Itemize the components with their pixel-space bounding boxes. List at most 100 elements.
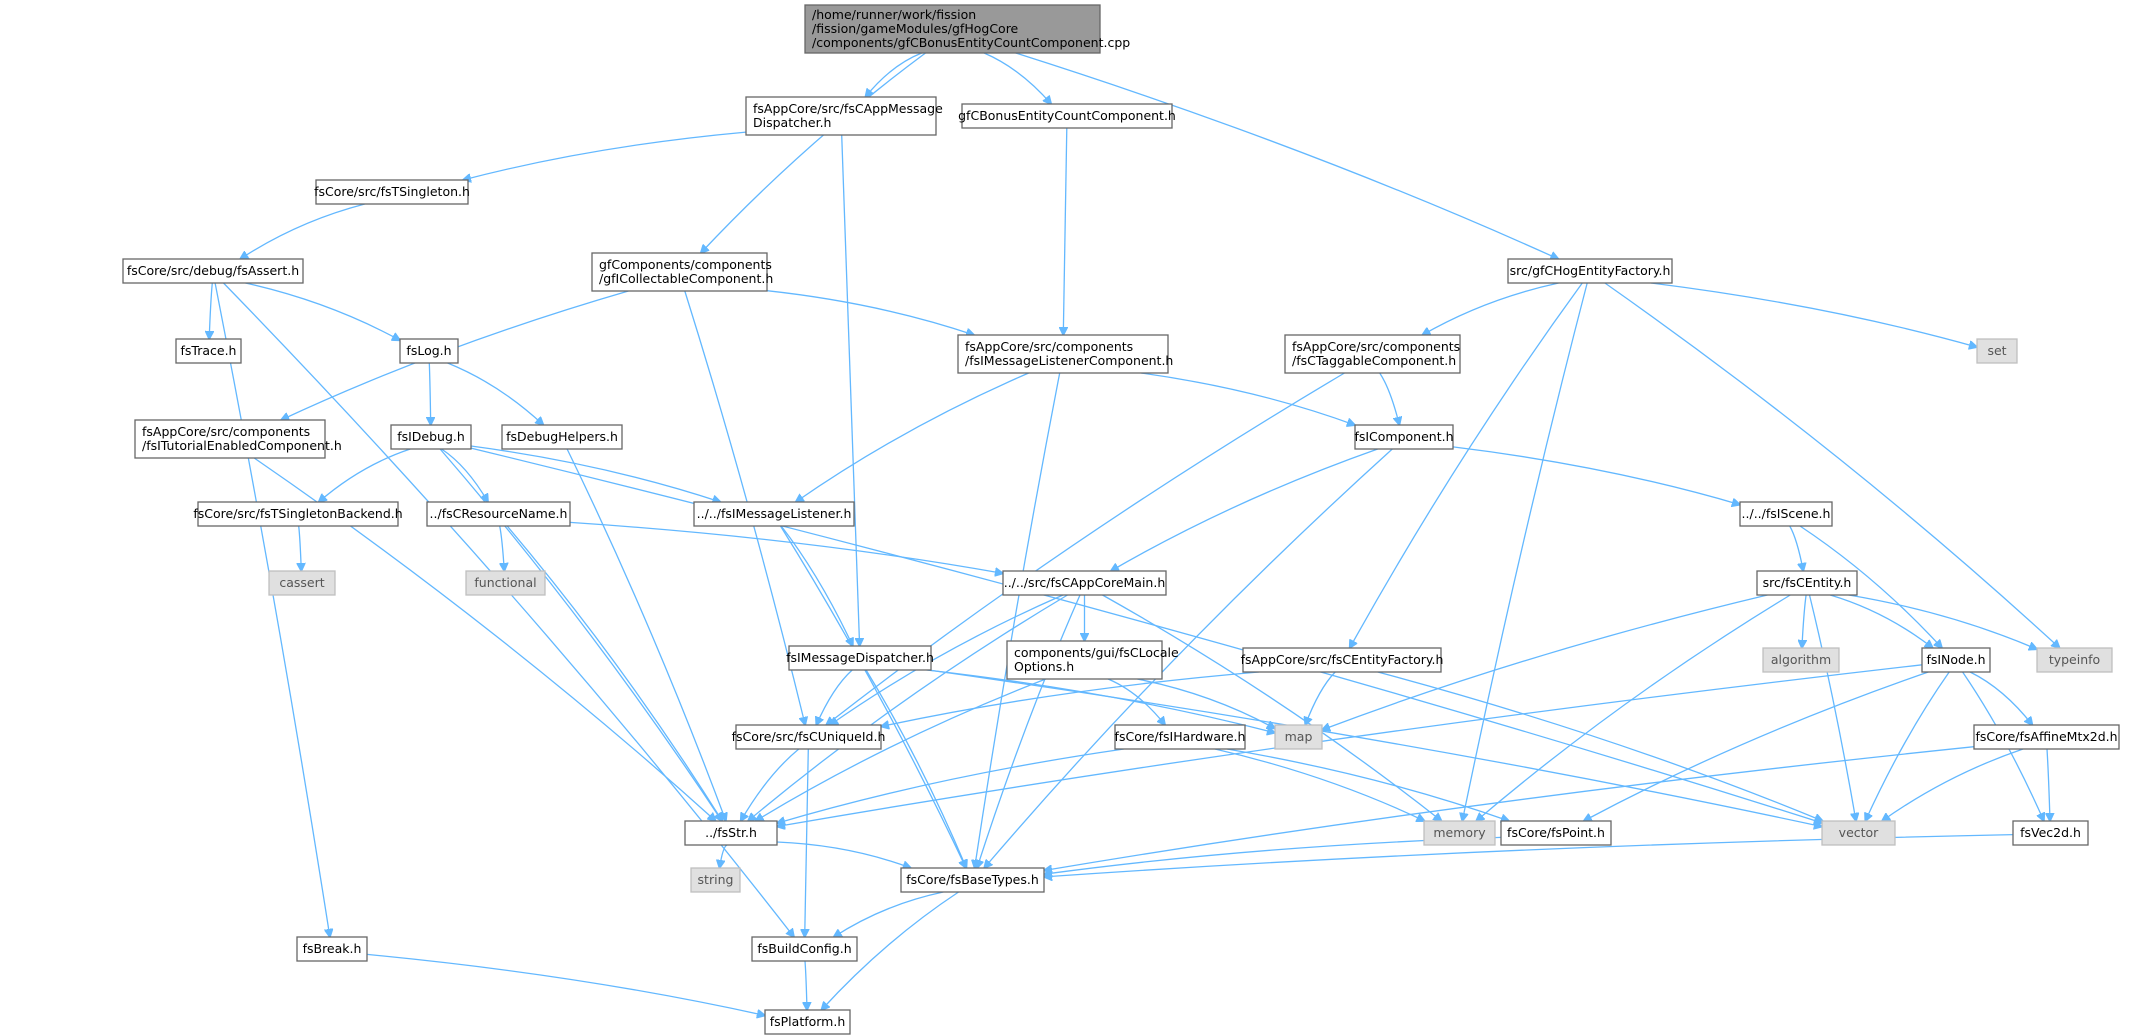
node-idebug[interactable]: fsIDebug.h <box>390 424 472 450</box>
node-basetypes[interactable]: fsCore/fsBaseTypes.h <box>900 867 1045 893</box>
edge-inode-to-affine <box>1969 671 2032 725</box>
edge-icomponent-to-appcoremain <box>1111 448 1378 571</box>
node-resname[interactable]: ../fsCResourceName.h <box>426 501 571 527</box>
node-vec2d[interactable]: fsVec2d.h <box>2012 820 2089 846</box>
node-fsstr[interactable]: ../fsStr.h <box>684 820 778 846</box>
node-layer: /home/runner/work/fission/fission/gameMo… <box>122 4 2120 1035</box>
node-break[interactable]: fsBreak.h <box>296 936 368 962</box>
node-hogfactory[interactable]: src/gfCHogEntityFactory.h <box>1507 258 1673 284</box>
edge-assert-to-trace <box>209 282 212 339</box>
node-box <box>788 645 932 671</box>
node-uniqueid[interactable]: fsCore/src/fsCUniqueId.h <box>732 724 886 750</box>
node-icomponent[interactable]: fsIComponent.h <box>1354 424 1454 450</box>
node-debughelpers[interactable]: fsDebugHelpers.h <box>501 424 623 450</box>
node-label: fsIMessageDispatcher.h <box>786 650 934 665</box>
node-root[interactable]: /home/runner/work/fission/fission/gameMo… <box>804 4 1130 54</box>
node-box <box>501 424 623 450</box>
node-label: fsBreak.h <box>303 941 362 956</box>
edge-inode-to-point <box>1584 671 1929 821</box>
node-assert[interactable]: fsCore/src/debug/fsAssert.h <box>122 258 304 284</box>
node-box <box>1821 820 1896 846</box>
edge-root-to-appmsgdisp <box>865 52 922 97</box>
node-box <box>961 103 1173 129</box>
node-box <box>764 1009 851 1035</box>
node-box <box>1762 647 1840 673</box>
node-hardware[interactable]: fsCore/fsIHardware.h <box>1114 724 1246 750</box>
edge-appcoremain-to-fsstr <box>748 594 1068 821</box>
node-appcoremain[interactable]: ../../src/fsCAppCoreMain.h <box>1002 570 1167 596</box>
edge-assert-to-break <box>214 282 330 937</box>
edge-root-to-hogfactory <box>1015 52 1559 259</box>
edge-msgdisp-to-uniqueid <box>816 669 853 725</box>
node-label: fsIComponent.h <box>1354 429 1453 444</box>
edge-hardware-to-memory <box>1214 748 1425 821</box>
edge-taggable-to-icomponent <box>1379 372 1400 425</box>
node-box <box>684 820 778 846</box>
node-label: algorithm <box>1771 652 1831 667</box>
node-label: /home/runner/work/fission <box>812 7 976 22</box>
edge-icomponent-to-iscene <box>1452 446 1740 505</box>
edge-hogfactory-to-memory <box>1462 282 1588 821</box>
node-msglistcomp[interactable]: fsAppCore/src/components/fsIMessageListe… <box>957 334 1173 374</box>
edge-affine-to-vec2d <box>2047 748 2050 821</box>
node-label: /fsIMessageListenerComponent.h <box>965 353 1173 368</box>
edge-appmsgdisp-to-msgdisp <box>841 134 860 646</box>
node-label: fsCore/src/fsTSingleton.h <box>314 184 470 199</box>
edge-debughelpers-to-fsstr <box>566 448 726 821</box>
node-box <box>745 96 937 136</box>
node-buildconfig[interactable]: fsBuildConfig.h <box>751 936 858 962</box>
node-entityfactory[interactable]: fsAppCore/src/fsCEntityFactory.h <box>1241 647 1444 673</box>
node-label: ../fsStr.h <box>705 825 757 840</box>
node-map: map <box>1274 724 1323 750</box>
node-label: fsIDebug.h <box>397 429 465 444</box>
node-box <box>1921 647 1991 673</box>
edge-hardware-to-fsstr <box>777 748 1124 823</box>
node-affine[interactable]: fsCore/fsAffineMtx2d.h <box>1973 724 2120 750</box>
node-bonushdr[interactable]: gfCBonusEntityCountComponent.h <box>958 103 1176 129</box>
node-label: ../../src/fsCAppCoreMain.h <box>1004 575 1166 590</box>
node-iscene[interactable]: ../../fsIScene.h <box>1739 501 1833 527</box>
node-tsingleton[interactable]: fsCore/src/fsTSingleton.h <box>314 179 470 205</box>
node-box <box>1973 724 2120 750</box>
edge-taggable-to-uniqueid <box>826 372 1345 725</box>
node-inode[interactable]: fsINode.h <box>1921 647 1991 673</box>
edge-icomponent-to-basetypes <box>984 448 1393 868</box>
edge-appcoremain-to-basetypes <box>977 594 1081 868</box>
node-label: /fsITutorialEnabledComponent.h <box>142 438 342 453</box>
edge-appcoremain-to-memory <box>1102 594 1442 821</box>
node-platform[interactable]: fsPlatform.h <box>764 1009 851 1035</box>
node-box <box>693 501 855 527</box>
node-box <box>1242 647 1442 673</box>
node-collectable[interactable]: gfComponents/components/gfICollectableCo… <box>591 252 773 292</box>
node-box <box>1507 258 1673 284</box>
node-centity[interactable]: src/fsCEntity.h <box>1756 570 1858 596</box>
edge-hogfactory-to-entityfactory <box>1350 282 1583 648</box>
node-vector: vector <box>1821 820 1896 846</box>
edge-centity-to-inode <box>1830 594 1933 648</box>
edge-msglistcomp-to-msglistener <box>796 372 1029 502</box>
node-trace[interactable]: fsTrace.h <box>175 338 242 364</box>
node-box <box>751 936 858 962</box>
node-msgdisp[interactable]: fsIMessageDispatcher.h <box>786 645 934 671</box>
node-singletonbackend[interactable]: fsCore/src/fsTSingletonBackend.h <box>193 501 403 527</box>
edge-uniqueid-to-buildconfig <box>805 748 809 937</box>
edge-root-to-collectable <box>701 52 926 253</box>
edge-uniqueid-to-fsstr <box>741 748 800 821</box>
edge-collectable-to-msglistcomp <box>766 290 974 335</box>
node-label: Dispatcher.h <box>753 115 831 130</box>
edge-idebug-to-fsstr <box>439 448 722 821</box>
node-point[interactable]: fsCore/fsPoint.h <box>1500 820 1612 846</box>
edge-log-to-debughelpers <box>447 362 544 425</box>
edge-inode-to-fsstr <box>777 664 1923 827</box>
node-string: string <box>690 867 741 893</box>
node-msglistener[interactable]: ../../fsIMessageListener.h <box>693 501 855 527</box>
edge-centity-to-algorithm <box>1802 594 1806 648</box>
node-box <box>1274 724 1323 750</box>
node-tutorial[interactable]: fsAppCore/src/components/fsITutorialEnab… <box>134 419 342 459</box>
node-taggable[interactable]: fsAppCore/src/components/fsCTaggableComp… <box>1284 334 1461 374</box>
node-log[interactable]: fsLog.h <box>399 338 459 364</box>
node-label: ../fsCResourceName.h <box>430 506 568 521</box>
